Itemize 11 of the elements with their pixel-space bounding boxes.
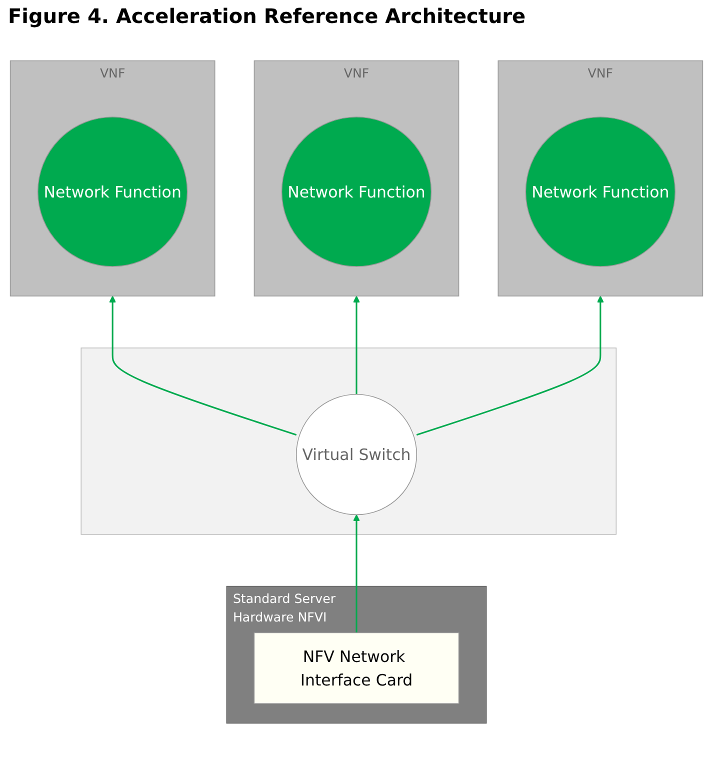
arrow xyxy=(109,296,297,436)
figure-title: Figure 4. Acceleration Reference Architecture xyxy=(8,4,527,28)
arrow xyxy=(416,296,604,436)
node-circle: Network Function xyxy=(525,116,676,267)
arrow xyxy=(353,296,360,394)
node-circle: Network Function xyxy=(281,116,432,267)
node-circle: Network Function xyxy=(37,116,188,267)
node-box: NFV Network Interface Card xyxy=(254,632,460,704)
cluster xyxy=(80,348,617,535)
node-circle: Virtual Switch xyxy=(296,394,418,516)
arrow xyxy=(353,514,360,633)
